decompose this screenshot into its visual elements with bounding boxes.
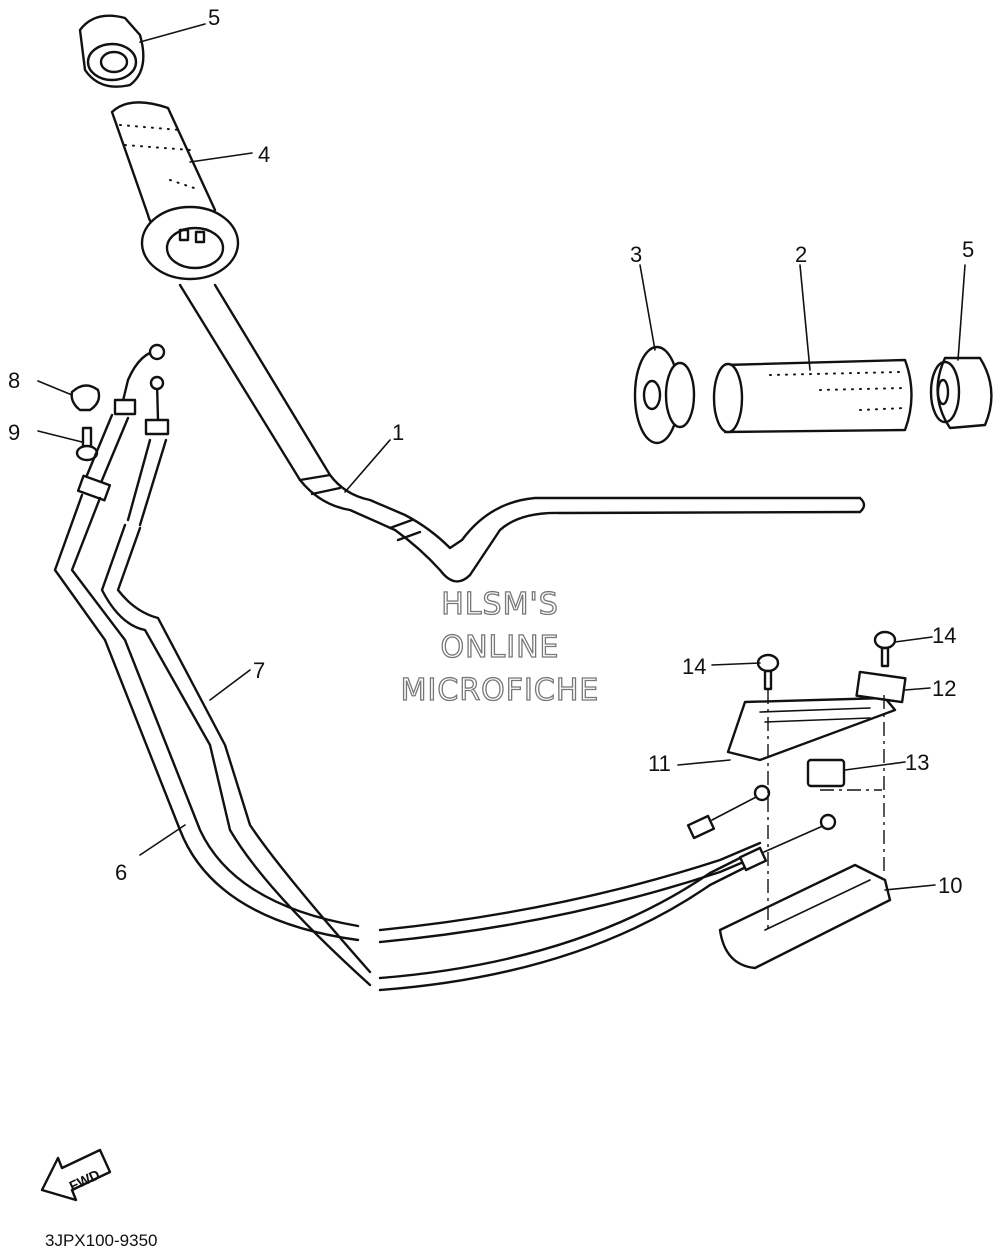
grip-end-cap-right <box>929 356 993 430</box>
callout-3: 3 <box>630 242 642 267</box>
bolt <box>75 426 99 462</box>
callout-9: 9 <box>8 420 20 445</box>
cable-block <box>806 758 846 788</box>
callout-5-right: 5 <box>962 237 974 262</box>
callout-11: 11 <box>648 751 671 776</box>
callout-7: 7 <box>253 658 265 683</box>
callout-14-right: 14 <box>932 623 956 648</box>
callout-1: 1 <box>392 420 404 445</box>
leader-lines <box>37 23 966 891</box>
watermark-line-2: ONLINE <box>440 630 559 665</box>
watermark-line-3: MICROFICHE <box>401 673 600 708</box>
callout-4: 4 <box>258 142 270 167</box>
grip-end-cap-top <box>78 14 145 88</box>
watermark-line-1: HLSM'S <box>441 587 559 622</box>
callout-2: 2 <box>795 242 807 267</box>
cable-clip <box>70 384 101 412</box>
handlebar-grip <box>712 358 913 434</box>
callout-12: 12 <box>932 676 956 701</box>
diagram-code: 3JPX100-9350 <box>45 1231 157 1250</box>
handlebar <box>178 283 866 583</box>
gasket-plate <box>855 670 907 704</box>
callout-10: 10 <box>938 873 962 898</box>
screws <box>756 630 897 691</box>
callout-8: 8 <box>8 368 20 393</box>
callout-14-left: 14 <box>682 654 706 679</box>
throttle-cables <box>53 343 837 992</box>
callout-6: 6 <box>115 860 127 885</box>
throttle-housing <box>718 863 892 970</box>
fwd-arrow-icon: FWD <box>40 1148 112 1202</box>
throttle-grip <box>110 101 240 281</box>
callout-5-top: 5 <box>208 5 220 30</box>
grip-collar <box>633 345 696 445</box>
callout-13: 13 <box>905 750 929 775</box>
throttle-housing-cover <box>726 696 897 762</box>
